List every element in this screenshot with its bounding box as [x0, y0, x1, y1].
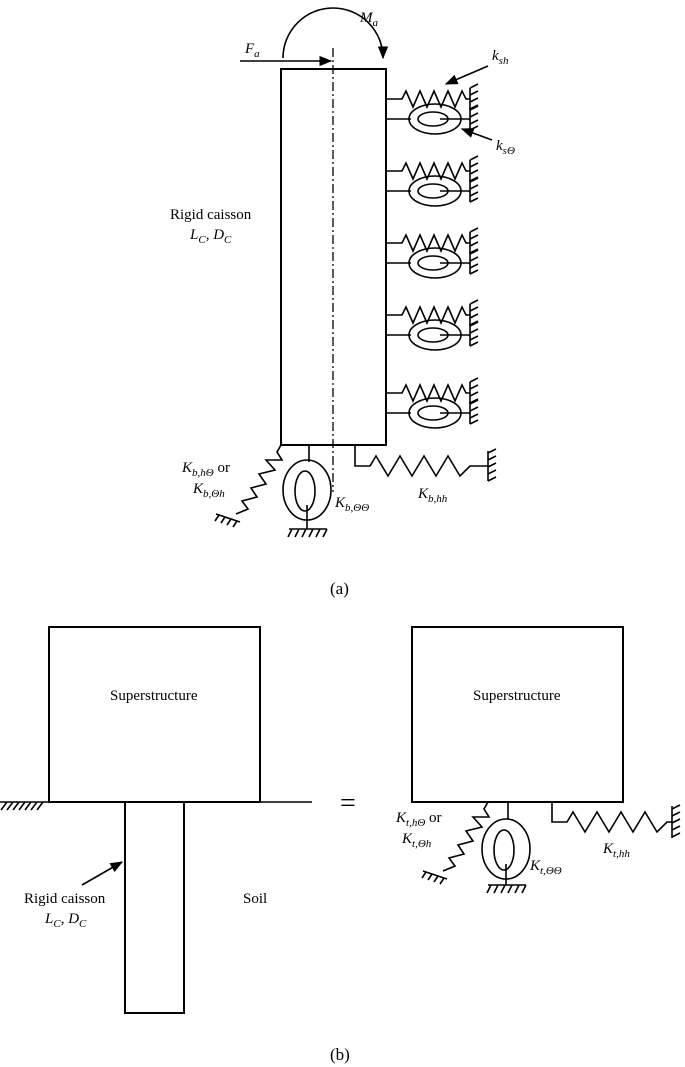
kb-htheta-label: Kb,hΘ or [181, 460, 230, 479]
soil-label: Soil [243, 891, 267, 907]
side-spring-set-1 [386, 83, 479, 135]
k-stheta-label: ksΘ [496, 138, 515, 157]
side-spring-set-4 [386, 299, 479, 351]
k-sh-label: ksh [492, 48, 509, 67]
rotational-spring [386, 103, 479, 135]
side-spring-set-3 [386, 227, 479, 279]
caisson-pointer [81, 861, 124, 886]
kt-thetatheta-label: Kt,ΘΘ [529, 858, 562, 877]
force-label: Fa [244, 41, 260, 60]
moment-label: Ma [359, 10, 379, 29]
ground-hatch-left [0, 801, 44, 811]
k-stheta-pointer [460, 128, 493, 141]
kb-hh-label: Kb,hh [417, 486, 448, 505]
base-horizontal-spring [354, 445, 497, 482]
superstructure-right [411, 626, 624, 803]
base-rotational-spring [282, 445, 332, 538]
panel-a-caption: (a) [330, 579, 349, 598]
side-spring-set-2 [386, 155, 479, 207]
panel-a: Fa Ma Rigid caisson LC, DC [170, 7, 515, 598]
rigid-caisson-label: Rigid caisson [170, 207, 252, 223]
panel-b-caption: (b) [330, 1045, 350, 1064]
ground-hatch [469, 83, 479, 110]
top-coupling-spring [421, 801, 491, 885]
base-coupling-spring [214, 444, 284, 528]
caisson-dims-label: LC, DC [189, 227, 232, 246]
kb-thetah-label: Kb,Θh [192, 481, 225, 500]
superstructure-left [48, 626, 261, 803]
kt-htheta-label: Kt,hΘ or [395, 810, 442, 829]
superstructure-left-label: Superstructure [110, 688, 198, 704]
ground-hatch [469, 105, 479, 131]
kt-hh-label: Kt,hh [602, 841, 630, 860]
embedded-caisson [124, 801, 185, 1014]
caisson-dims-label-b: LC, DC [44, 911, 87, 930]
moment-arrow [282, 7, 389, 60]
kb-thetatheta-label: Kb,ΘΘ [334, 495, 369, 514]
side-spring-set-5 [386, 377, 479, 429]
top-rotational-spring [481, 802, 531, 894]
top-horizontal-spring [551, 802, 681, 838]
superstructure-right-label: Superstructure [473, 688, 561, 704]
panel-b: Superstructure Rigid caisson LC, DC Soil… [0, 626, 681, 1064]
rigid-caisson-label-b: Rigid caisson [24, 891, 106, 907]
kt-thetah-label: Kt,Θh [401, 831, 432, 850]
translational-spring [386, 83, 479, 110]
equals-sign: = [340, 788, 356, 819]
k-sh-pointer [444, 65, 489, 85]
